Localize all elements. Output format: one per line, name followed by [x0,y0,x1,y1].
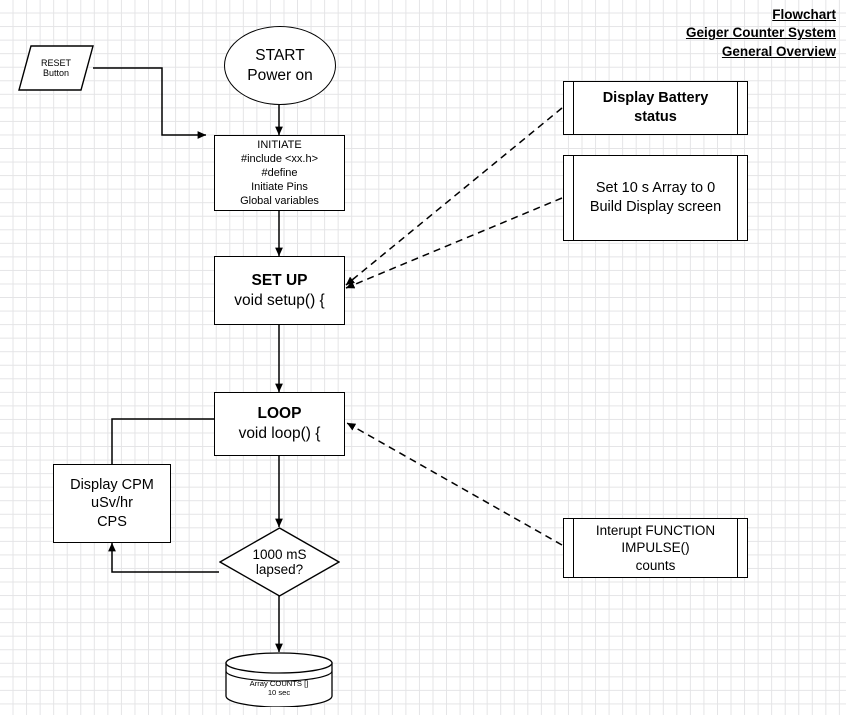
interrupt-line-2: IMPULSE() [621,540,690,556]
parallelogram-shape [18,45,94,91]
connector-interrupt-to-loop-dashed [346,422,563,546]
build-display-line-1: Set 10 s Array to 0 [595,180,716,197]
node-display-cpm[interactable]: Display CPM uSv/hr CPS [53,464,171,543]
loop-line-2: void loop() { [238,425,321,442]
node-setup-text: SET UP void setup() { [234,271,324,311]
node-display-cpm-text: Display CPM uSv/hr CPS [70,476,154,532]
node-reset-button[interactable]: RESET Button [18,45,94,91]
node-array-counts-store[interactable]: Array COUNTS [] 10 sec [225,652,333,707]
connector-battery-to-setup-dashed [345,107,563,286]
node-setup[interactable]: SET UP void setup() { [214,256,345,325]
connector-build-display-to-setup-dashed [345,197,563,289]
initiate-line-2: #include <xx.h> [240,152,319,165]
node-interrupt-function-text: Interupt FUNCTION IMPULSE() counts [580,522,731,574]
node-start-text: START Power on [247,46,312,86]
setup-line-2: void setup() { [234,291,325,309]
node-display-battery-status[interactable]: Display Battery status [563,81,748,135]
start-label-line-1: START [255,46,305,64]
loop-line-1: LOOP [257,405,302,423]
initiate-line-5: Global variables [240,195,319,208]
start-label-line-2: Power on [247,66,313,84]
reset-label-line-1: RESET [40,58,71,68]
node-build-display-screen-text: Set 10 s Array to 0 Build Display screen [574,179,737,216]
diagram-title: Flowchart Geiger Counter System General … [686,6,836,61]
title-line-2: Geiger Counter System [685,25,836,41]
array-store-line-1: Array COUNTS [] [249,678,309,688]
node-build-display-screen[interactable]: Set 10 s Array to 0 Build Display screen [563,155,748,241]
decision-line-1: 1000 mS [252,547,307,562]
interrupt-line-3: counts [635,557,676,573]
node-start[interactable]: START Power on [224,26,336,105]
node-loop[interactable]: LOOP void loop() { [214,392,345,456]
title-line-3: General Overview [721,43,836,59]
battery-line-1: Display Battery status [602,90,709,125]
node-initiate[interactable]: INITIATE #include <xx.h> #define Initiat… [214,135,345,211]
reset-label-line-2: Button [42,68,69,78]
initiate-line-4: Initiate Pins [251,181,308,194]
connector-reset-to-initiate [93,67,207,139]
node-initiate-text: INITIATE #include <xx.h> #define Initiat… [240,138,319,208]
display-cpm-line-2: uSv/hr [91,495,133,512]
build-display-line-2: Build Display screen [589,199,722,215]
node-reset-button-text: RESET Button [41,58,71,78]
diamond-shape [219,527,340,597]
display-cpm-line-3: CPS [97,513,127,530]
title-line-1: Flowchart [772,7,836,22]
display-cpm-line-1: Display CPM [70,476,154,493]
interrupt-line-1: Interupt FUNCTION [595,523,716,539]
cylinder-shape [225,652,333,707]
connector-loop-to-display-cpm [111,418,214,464]
initiate-line-1: INITIATE [257,138,302,151]
node-decision-1000ms[interactable]: 1000 mS lapsed? [219,527,340,597]
decision-line-2: lapsed? [255,562,304,577]
connector-decision-to-display-cpm [108,542,219,573]
node-interrupt-function-impulse[interactable]: Interupt FUNCTION IMPULSE() counts [563,518,748,578]
node-loop-text: LOOP void loop() { [239,404,321,444]
array-store-line-2: 10 sec [267,687,291,697]
initiate-line-3: #define [261,166,298,179]
setup-line-1: SET UP [251,271,308,289]
node-decision-text: 1000 mS lapsed? [219,527,340,597]
node-array-counts-text: Array COUNTS [] 10 sec [225,652,333,707]
node-display-battery-status-text: Display Battery status [564,89,747,126]
